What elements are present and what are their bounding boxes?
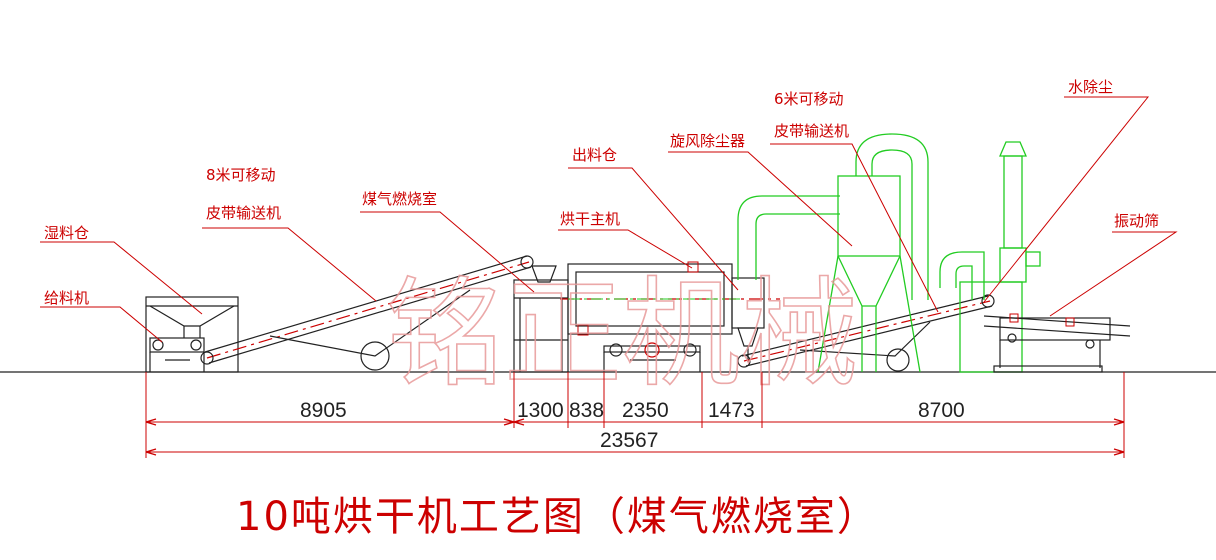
dimension-lines: 8905 1300 838 2350 1473 8700 23567 xyxy=(145,372,1125,458)
label-conveyor-8m-line2: 皮带输送机 xyxy=(206,204,281,222)
conveyor-6m xyxy=(737,294,995,372)
label-feeder: 给料机 xyxy=(44,289,89,307)
dim-2350: 2350 xyxy=(622,399,669,422)
label-water-dust: 水除尘 xyxy=(1068,78,1113,96)
wet-bin-equipment xyxy=(145,296,239,373)
label-conveyor-8m-line1: 8米可移动 xyxy=(206,166,276,184)
label-outlet-bin: 出料仓 xyxy=(572,146,617,164)
label-gas-chamber: 煤气燃烧室 xyxy=(362,190,437,208)
label-vibrating-screen: 振动筛 xyxy=(1114,212,1159,230)
vibrating-screen xyxy=(983,313,1131,373)
dim-1300: 1300 xyxy=(517,399,564,422)
leader-lines xyxy=(40,96,1178,343)
label-conveyor-6m-line2: 皮带输送机 xyxy=(774,122,849,140)
label-wet-bin: 湿料仓 xyxy=(44,224,89,242)
dim-total: 23567 xyxy=(600,429,658,452)
outlet-bin xyxy=(731,277,765,362)
water-dust-remover xyxy=(959,141,1041,373)
label-cyclone: 旋风除尘器 xyxy=(670,132,745,150)
cyclone-dust-collector xyxy=(737,133,985,373)
conveyor-8m xyxy=(200,255,534,371)
diagram-title: 10吨烘干机工艺图（煤气燃烧室） xyxy=(236,494,879,540)
watermark: 铭正机械 xyxy=(386,265,858,403)
label-dryer-main: 烘干主机 xyxy=(560,210,620,228)
dim-1473: 1473 xyxy=(708,399,755,422)
label-conveyor-6m-line1: 6米可移动 xyxy=(774,90,844,108)
dim-8700: 8700 xyxy=(918,399,965,422)
dim-8905: 8905 xyxy=(300,399,347,422)
dim-838: 838 xyxy=(569,399,604,422)
annotation-labels: 湿料仓 给料机 8米可移动 皮带输送机 煤气燃烧室 出料仓 烘干主机 旋风除尘器… xyxy=(44,78,1159,307)
